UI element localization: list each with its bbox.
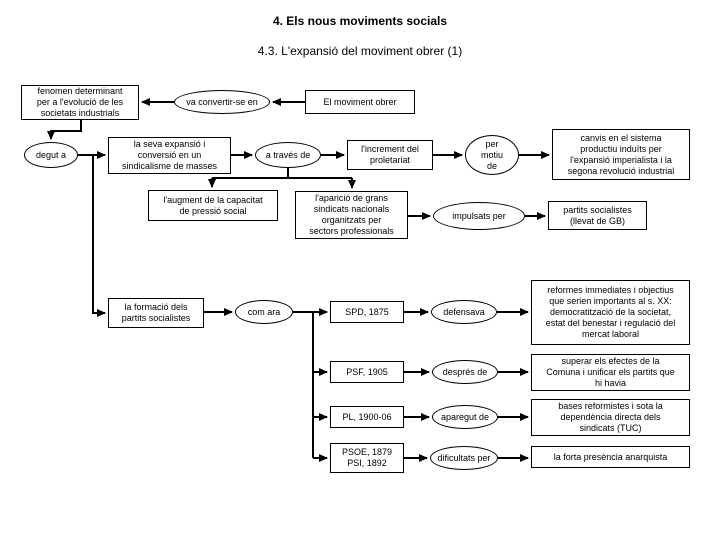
node-psf-1905: PSF, 1905 bbox=[330, 361, 404, 383]
node-fenomen-determinant: fenomen determinant per a l'evolució de … bbox=[21, 85, 139, 120]
link-label-com-ara: com ara bbox=[235, 300, 293, 324]
node-reformes-immediates: reformes immediates i objectius que seri… bbox=[531, 280, 690, 345]
node-spd-1875: SPD, 1875 bbox=[330, 301, 404, 323]
arrow-fenomen-to-deguta bbox=[47, 120, 82, 140]
node-moviment-obrer: El moviment obrer bbox=[305, 90, 415, 114]
page-subtitle: 4.3. L'expansió del moviment obrer (1) bbox=[257, 44, 463, 58]
link-label-va-convertirse: va convertir-se en bbox=[174, 90, 270, 114]
link-label-despres-de: després de bbox=[432, 360, 498, 384]
link-label-per-motiu-de: per motiu de bbox=[465, 135, 519, 175]
link-label-impulsats-per: impulsats per bbox=[433, 202, 525, 230]
link-label-dificultats-per: dificultats per bbox=[430, 446, 498, 470]
node-superar-efectes-comuna: superar els efectes de la Comuna i unifi… bbox=[531, 354, 690, 391]
node-expansio-sindicalisme: la seva expansió i conversió en un sindi… bbox=[108, 137, 231, 174]
node-augment-pressio-social: l'augment de la capacitat de pressió soc… bbox=[148, 190, 278, 221]
node-canvis-sistema-productiu: canvis en el sistema productiu induïts p… bbox=[552, 129, 690, 180]
page-title: 4. Els nous moviments socials bbox=[272, 14, 448, 28]
link-label-a-traves-de: a través de bbox=[255, 142, 321, 168]
node-increment-proletariat: l'increment del proletariat bbox=[347, 140, 433, 170]
link-label-degut-a: degut a bbox=[24, 142, 78, 168]
node-formacio-partits: la formació dels partits socialistes bbox=[108, 298, 204, 328]
node-partits-socialistes-gb: partits socialistes (llevat de GB) bbox=[548, 201, 647, 230]
node-bases-reformistes-tuc: bases reformistes i sota la dependència … bbox=[531, 399, 690, 436]
node-aparicio-sindicats: l'aparició de grans sindicats nacionals … bbox=[295, 191, 408, 239]
node-presencia-anarquista: la forta presència anarquista bbox=[531, 446, 690, 468]
arrow-deguta-to-formacio bbox=[92, 155, 106, 317]
node-pl-1900-06: PL, 1900-06 bbox=[330, 406, 404, 428]
link-label-defensava: defensava bbox=[431, 300, 497, 324]
node-psoe-psi: PSOE, 1879 PSI, 1892 bbox=[330, 443, 404, 473]
link-label-aparegut-de: aparegut de bbox=[432, 405, 498, 429]
